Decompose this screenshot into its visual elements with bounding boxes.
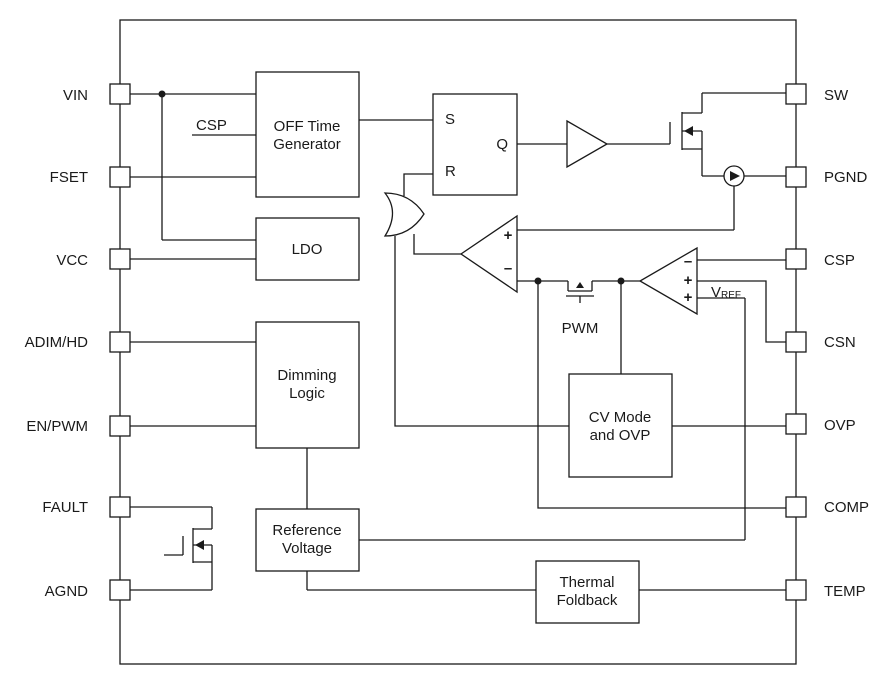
pin-label-csp: CSP xyxy=(824,252,855,269)
pin-ovp: OVP xyxy=(785,413,856,435)
pin-label-csn: CSN xyxy=(824,334,856,351)
amplifier-minus-sign: – xyxy=(684,253,692,270)
off-time-label-2: Generator xyxy=(273,136,341,153)
ldo-label: LDO xyxy=(292,241,323,258)
junction-dot-cv xyxy=(617,277,625,285)
off-time-generator-block: OFF Time Generator xyxy=(255,71,360,198)
pin-label-vcc: VCC xyxy=(56,252,88,269)
pin-label-temp: TEMP xyxy=(824,583,866,600)
current-sense-element xyxy=(723,165,745,187)
comparator-minus-sign: – xyxy=(504,260,512,277)
pin-csp: CSP xyxy=(785,248,855,270)
pin-label-sw: SW xyxy=(824,87,849,104)
pin-comp: COMP xyxy=(785,496,869,518)
or-gate xyxy=(383,192,425,237)
pin-fault: FAULT xyxy=(42,496,131,518)
pin-fset: FSET xyxy=(50,166,131,188)
pin-label-fault: FAULT xyxy=(42,499,88,516)
cv-mode-label-1: CV Mode xyxy=(589,409,652,426)
latch-r-label: R xyxy=(445,163,456,180)
pin-adim-hd: ADIM/HD xyxy=(25,331,131,353)
reference-label-1: Reference xyxy=(272,522,341,539)
latch-q-label: Q xyxy=(496,136,508,153)
cv-mode-ovp-block: CV Mode and OVP xyxy=(568,373,673,478)
ldo-block: LDO xyxy=(255,217,360,281)
reference-voltage-block: Reference Voltage xyxy=(255,508,360,572)
thermal-label-1: Thermal xyxy=(559,574,614,591)
latch-s-label: S xyxy=(445,111,455,128)
pin-csn: CSN xyxy=(785,331,856,353)
vref-label: VREF xyxy=(711,284,741,301)
power-mosfet xyxy=(669,93,703,176)
pin-vin: VIN xyxy=(63,83,131,105)
off-time-label-1: OFF Time xyxy=(274,118,341,135)
amplifier-plus-sign-1: + xyxy=(684,272,693,289)
dimming-label-1: Dimming xyxy=(277,367,336,384)
pin-label-vin: VIN xyxy=(63,87,88,104)
wires xyxy=(130,92,786,591)
pin-label-pgnd: PGND xyxy=(824,169,868,186)
thermal-label-2: Foldback xyxy=(557,592,618,609)
pin-vcc: VCC xyxy=(56,248,131,270)
pin-agnd: AGND xyxy=(45,579,131,601)
pin-temp: TEMP xyxy=(785,579,866,601)
dimming-logic-block: Dimming Logic xyxy=(255,321,360,449)
dimming-label-2: Logic xyxy=(289,385,325,402)
junction-dot-comp xyxy=(534,277,542,285)
vref-main: V xyxy=(711,284,721,301)
pin-label-adim-hd: ADIM/HD xyxy=(25,334,89,351)
amplifier-plus-sign-2: + xyxy=(684,289,693,306)
reference-label-2: Voltage xyxy=(282,540,332,557)
pin-en-pwm: EN/PWM xyxy=(26,415,131,437)
junction-dot-vin xyxy=(158,90,166,98)
pin-label-fset: FSET xyxy=(50,169,88,186)
vref-sub: REF xyxy=(721,290,741,301)
sr-latch-block: S R Q xyxy=(432,93,518,196)
pin-label-agnd: AGND xyxy=(45,583,89,600)
gate-driver-buffer xyxy=(566,119,609,169)
comparator-plus-sign: + xyxy=(504,227,513,244)
fault-mosfet xyxy=(164,507,213,590)
current-comparator: + – xyxy=(459,214,518,294)
pwm-label: PWM xyxy=(562,320,599,337)
thermal-foldback-block: Thermal Foldback xyxy=(535,560,640,624)
cv-mode-label-2: and OVP xyxy=(590,427,651,444)
error-amplifier: – + + xyxy=(638,246,698,316)
pin-pgnd: PGND xyxy=(785,166,868,188)
pin-label-en-pwm: EN/PWM xyxy=(26,418,88,435)
pwm-switch xyxy=(566,281,594,303)
csp-input-label: CSP xyxy=(196,117,227,134)
pin-label-ovp: OVP xyxy=(824,417,856,434)
pin-sw: SW xyxy=(785,83,849,105)
pin-label-comp: COMP xyxy=(824,499,869,516)
